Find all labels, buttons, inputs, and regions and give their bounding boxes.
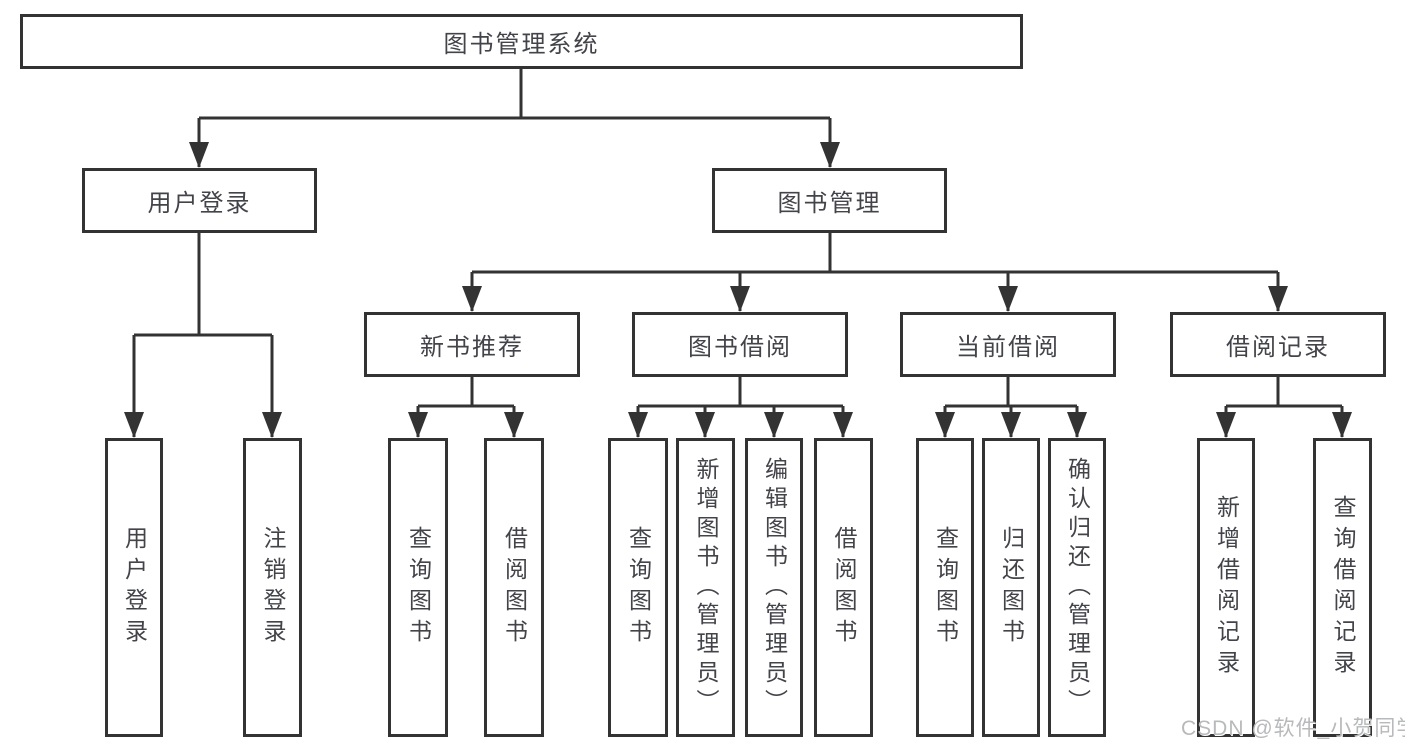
connector-borrowing-records xyxy=(1216,377,1352,438)
node-query-books-2: 查询图书 xyxy=(608,438,668,737)
connector-root xyxy=(189,69,840,168)
node-query-books-1: 查询图书 xyxy=(388,438,448,737)
node-query-books-3: 查询图书 xyxy=(916,438,974,737)
csdn-watermark: CSDN @软件_小贺同学 xyxy=(1181,717,1405,740)
node-book-management: 图书管理 xyxy=(712,168,947,233)
node-add-books-admin: 新增图书（管理员） xyxy=(676,438,735,737)
node-borrowing-records: 借阅记录 xyxy=(1170,312,1386,377)
node-current-borrowing: 当前借阅 xyxy=(900,312,1116,377)
node-confirm-return-admin: 确认归还（管理员） xyxy=(1048,438,1106,737)
node-book-borrowing: 图书借阅 xyxy=(632,312,848,377)
node-query-borrow-record: 查询借阅记录 xyxy=(1313,438,1372,737)
node-edit-books-admin: 编辑图书（管理员） xyxy=(745,438,803,737)
node-return-books: 归还图书 xyxy=(982,438,1040,737)
node-borrow-books-2: 借阅图书 xyxy=(814,438,873,737)
connector-user-login xyxy=(124,233,282,438)
node-library-management-system: 图书管理系统 xyxy=(20,14,1023,69)
node-add-borrow-record: 新增借阅记录 xyxy=(1197,438,1255,737)
connector-new-book-recommendation xyxy=(408,377,524,438)
connector-book-borrowing xyxy=(628,377,853,438)
node-new-book-recommendation: 新书推荐 xyxy=(364,312,580,377)
node-user-login-leaf: 用户登录 xyxy=(105,438,163,737)
node-borrow-books-1: 借阅图书 xyxy=(484,438,544,737)
node-user-login: 用户登录 xyxy=(82,168,317,233)
connector-book-management xyxy=(462,233,1288,312)
connector-current-borrowing xyxy=(935,377,1087,438)
node-logout-leaf: 注销登录 xyxy=(243,438,302,737)
